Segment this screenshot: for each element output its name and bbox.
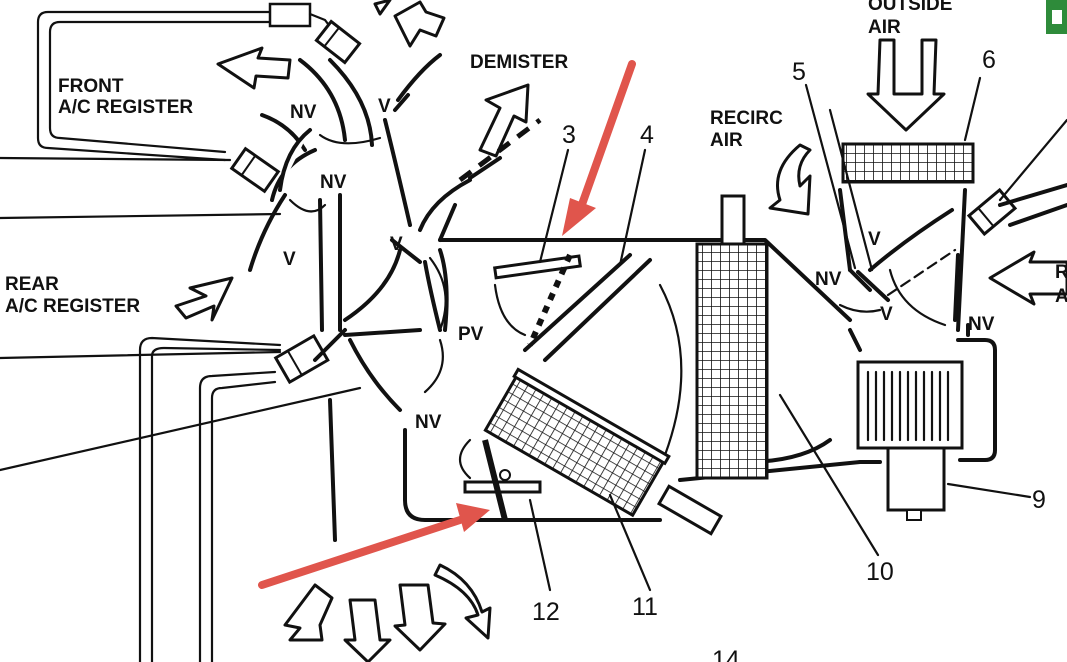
valve-tag: NV: [968, 314, 995, 335]
valve-tag: V: [283, 249, 296, 270]
vacuum-actuators: [229, 19, 1018, 385]
evaporator-core: [695, 242, 769, 480]
blower-motor-housing: [856, 360, 964, 450]
actuator-right: [966, 187, 1018, 237]
label-outside-1: OUTSIDE: [868, 0, 952, 15]
label-recirc-1: RECIRC: [710, 108, 783, 129]
blend-wall: [523, 253, 632, 352]
highlight-arrow-upper: [562, 60, 636, 236]
vacuum-lines: [0, 2, 362, 662]
blower-motor: [886, 446, 946, 512]
heater-pipe: [656, 484, 724, 536]
vacuum-tee: [268, 2, 312, 28]
actuator-top: [314, 19, 362, 65]
actuator-mode: [273, 333, 330, 385]
heater-core: [483, 367, 671, 518]
valve-tag: NV: [290, 102, 317, 123]
label-demister: DEMISTER: [470, 52, 568, 73]
valve-doors: [278, 128, 960, 337]
label-front-2: A/C REGISTER: [58, 97, 193, 118]
leader-lines: [528, 76, 1067, 592]
label-rear-2: A/C REGISTER: [5, 296, 140, 317]
blend-door-lower: [463, 439, 542, 521]
valve-tag: V: [880, 304, 893, 325]
label-rear-1: REAR: [5, 274, 59, 295]
label-front-1: FRONT: [58, 76, 124, 97]
callout-3: 3: [562, 121, 576, 149]
highlight-arrow-lower: [258, 503, 490, 589]
callout-4: 4: [640, 121, 654, 149]
callout-14: 14: [712, 646, 740, 662]
callout-6: 6: [982, 46, 996, 74]
airflow-arrows: [174, 0, 1067, 662]
callout-9: 9: [1032, 486, 1046, 514]
label-right-2: A: [1055, 286, 1067, 307]
valve-tag: PV: [458, 324, 484, 345]
demister-flow: [458, 118, 542, 182]
label-recirc-2: AIR: [710, 130, 743, 151]
actuator-front: [229, 146, 281, 194]
label-right-1: R: [1055, 262, 1067, 283]
callout-12: 12: [532, 598, 560, 626]
blend-door-upper: [493, 253, 582, 347]
callout-11: 11: [632, 593, 658, 621]
outside-air-inlet: [841, 142, 975, 184]
evaporator-pipe: [720, 194, 746, 246]
swing-arrows: [288, 133, 947, 480]
valve-tag: NV: [815, 269, 842, 290]
valve-tag: NV: [320, 172, 347, 193]
corner-badge-icon: [1052, 10, 1062, 24]
blower-fins: [866, 370, 950, 442]
valve-tag: V: [390, 234, 403, 255]
valve-tag: NV: [415, 412, 442, 433]
valve-tag: V: [868, 229, 881, 250]
duct-walls: [248, 53, 1067, 542]
valve-tag: V: [378, 96, 391, 117]
label-outside-2: AIR: [868, 17, 901, 38]
callout-5: 5: [792, 58, 806, 86]
callout-10: 10: [866, 558, 894, 586]
